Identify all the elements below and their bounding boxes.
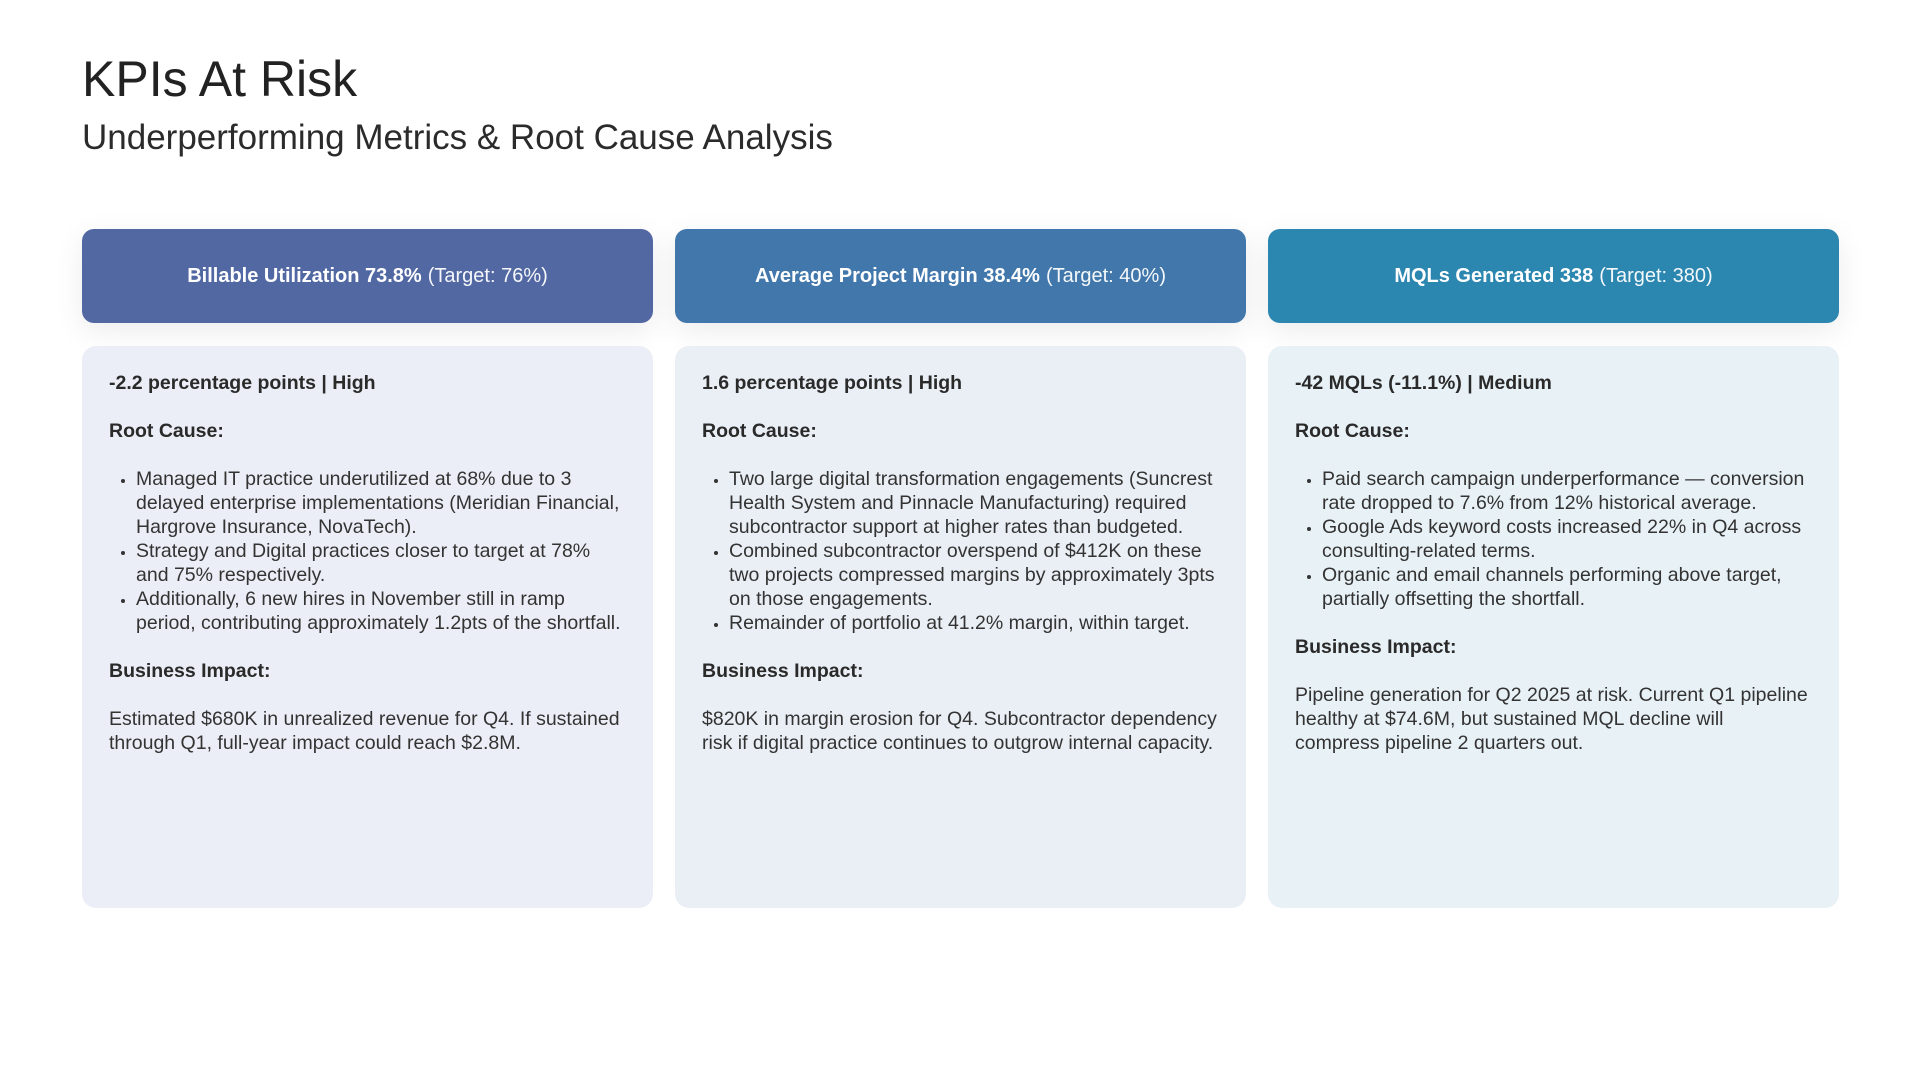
root-cause-list: Managed IT practice underutilized at 68%… bbox=[109, 467, 626, 635]
kpi-header: MQLs Generated 338(Target: 380) bbox=[1268, 229, 1839, 323]
kpi-variance: 1.6 percentage points | High bbox=[702, 372, 963, 394]
kpi-target: (Target: 76%) bbox=[427, 264, 548, 287]
list-item: Organic and email channels performing ab… bbox=[1322, 563, 1812, 611]
list-item: Combined subcontractor overspend of $412… bbox=[729, 539, 1219, 611]
business-impact-label: Business Impact: bbox=[1295, 636, 1457, 658]
kpi-details: -2.2 percentage points | High Root Cause… bbox=[82, 346, 653, 908]
business-impact-label: Business Impact: bbox=[109, 660, 271, 682]
list-item: Additionally, 6 new hires in November st… bbox=[136, 587, 626, 635]
kpi-name: Billable Utilization 73.8% bbox=[187, 264, 422, 287]
kpi-card-project-margin: Average Project Margin 38.4%(Target: 40%… bbox=[675, 229, 1246, 908]
business-impact-text: Estimated $680K in unrealized revenue fo… bbox=[109, 708, 620, 754]
kpi-name: Average Project Margin 38.4% bbox=[755, 264, 1040, 287]
list-item: Managed IT practice underutilized at 68%… bbox=[136, 467, 626, 539]
kpi-details: -42 MQLs (-11.1%) | Medium Root Cause: P… bbox=[1268, 346, 1839, 908]
list-item: Two large digital transformation engagem… bbox=[729, 467, 1219, 539]
list-item: Remainder of portfolio at 41.2% margin, … bbox=[729, 611, 1219, 635]
kpi-variance: -42 MQLs (-11.1%) | Medium bbox=[1295, 372, 1552, 394]
list-item: Paid search campaign underperformance — … bbox=[1322, 467, 1812, 515]
root-cause-list: Paid search campaign underperformance — … bbox=[1295, 467, 1812, 611]
list-item: Strategy and Digital practices closer to… bbox=[136, 539, 626, 587]
kpi-header: Billable Utilization 73.8%(Target: 76%) bbox=[82, 229, 653, 323]
kpi-target: (Target: 380) bbox=[1599, 264, 1713, 287]
page-subtitle: Underperforming Metrics & Root Cause Ana… bbox=[82, 118, 833, 157]
kpi-variance: -2.2 percentage points | High bbox=[109, 372, 376, 394]
business-impact-text: Pipeline generation for Q2 2025 at risk.… bbox=[1295, 684, 1808, 754]
kpi-card-mqls-generated: MQLs Generated 338(Target: 380) -42 MQLs… bbox=[1268, 229, 1839, 908]
list-item: Google Ads keyword costs increased 22% i… bbox=[1322, 515, 1812, 563]
kpi-name: MQLs Generated 338 bbox=[1394, 264, 1594, 287]
business-impact-label: Business Impact: bbox=[702, 660, 864, 682]
page-title: KPIs At Risk bbox=[82, 51, 358, 107]
kpi-header: Average Project Margin 38.4%(Target: 40%… bbox=[675, 229, 1246, 323]
business-impact-text: $820K in margin erosion for Q4. Subcontr… bbox=[702, 708, 1217, 754]
kpi-target: (Target: 40%) bbox=[1045, 264, 1166, 287]
kpi-details: 1.6 percentage points | High Root Cause:… bbox=[675, 346, 1246, 908]
root-cause-list: Two large digital transformation engagem… bbox=[702, 467, 1219, 635]
root-cause-label: Root Cause: bbox=[109, 420, 224, 442]
kpi-card-billable-utilization: Billable Utilization 73.8%(Target: 76%) … bbox=[82, 229, 653, 908]
root-cause-label: Root Cause: bbox=[1295, 420, 1410, 442]
root-cause-label: Root Cause: bbox=[702, 420, 817, 442]
